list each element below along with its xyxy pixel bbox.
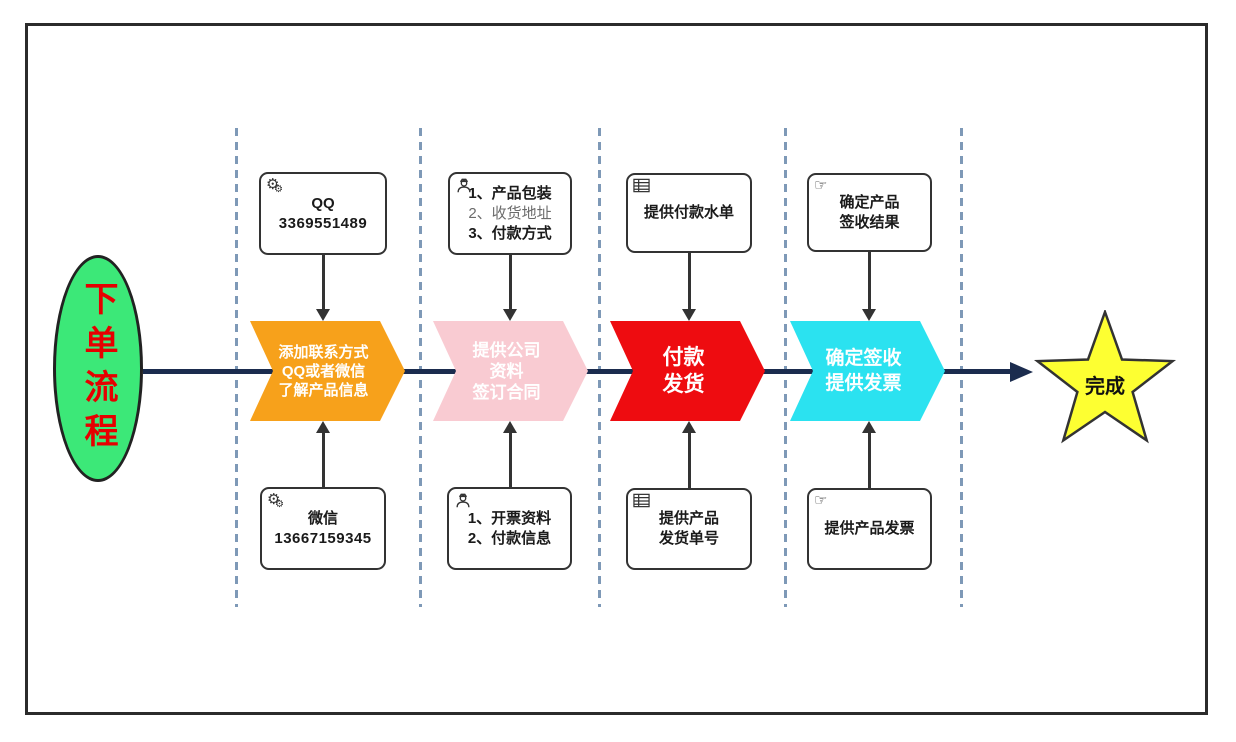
- connector-up-1: [322, 431, 325, 487]
- down-arrowhead-icon: [316, 309, 330, 321]
- table-icon: [633, 493, 650, 513]
- finish-label: 完成: [1085, 376, 1125, 398]
- gears-icon: ⚙⚙: [267, 491, 284, 510]
- courier-icon: [454, 492, 472, 515]
- wechat-number: 13667159345: [274, 529, 372, 547]
- stage-label: 付款 发货: [662, 346, 705, 396]
- connector-up-2: [509, 431, 512, 487]
- lane-divider-3: [598, 128, 601, 607]
- info-box-product-invoice: ☞ 提供产品发票: [807, 488, 932, 570]
- stage-label: 确定签收 提供发票: [825, 348, 902, 394]
- hand-icon: ☞: [814, 177, 828, 194]
- up-arrowhead-icon: [862, 421, 876, 433]
- up-arrowhead-icon: [682, 421, 696, 433]
- info-box-shipping-number: 提供产品 发货单号: [626, 488, 752, 570]
- chevron-shape: [250, 321, 405, 421]
- connector-down-3: [688, 253, 691, 311]
- info-box-receipt-result: ☞ 确定产品 签收结果: [807, 173, 932, 252]
- down-arrowhead-icon: [682, 309, 696, 321]
- gears-icon: ⚙⚙: [266, 176, 283, 195]
- table-icon: [633, 178, 650, 198]
- lane-divider-1: [235, 128, 238, 607]
- info-box-qq: ⚙⚙ QQ 3369551489: [259, 172, 387, 255]
- lane-divider-2: [419, 128, 422, 607]
- qq-number: 3369551489: [278, 214, 368, 232]
- start-label: 下单流程: [79, 280, 117, 457]
- wechat-label: 微信: [307, 509, 338, 527]
- courier-icon: [455, 177, 473, 200]
- chevron-shape: [790, 321, 945, 421]
- stage-chevron-company-info: 提供公司 资料 签订合同: [433, 321, 588, 421]
- down-arrowhead-icon: [503, 309, 517, 321]
- lane-divider-4: [784, 128, 787, 607]
- info-box-packing: 1、产品包装 2、收货地址 3、付款方式: [448, 172, 572, 255]
- up-arrowhead-icon: [503, 421, 517, 433]
- star-shape: [1033, 310, 1177, 444]
- connector-up-4: [868, 431, 871, 488]
- info-box-invoice-info: 1、开票资料 2、付款信息: [447, 487, 572, 570]
- connector-down-1: [322, 255, 325, 311]
- right-arrowhead-icon: [1010, 362, 1033, 382]
- info-box-payment-slip: 提供付款水单: [626, 173, 752, 253]
- stage-label: 提供公司 资料 签订合同: [472, 340, 541, 402]
- stage-chevron-add-contact: 添加联系方式 QQ或者微信 了解产品信息: [250, 321, 405, 421]
- connector-up-3: [688, 431, 691, 488]
- chevron-shape: [610, 321, 765, 421]
- stage-label: 添加联系方式 QQ或者微信 了解产品信息: [278, 343, 369, 399]
- connector-down-4: [868, 252, 871, 311]
- chevron-shape: [433, 321, 588, 421]
- start-ellipse: 下单流程: [53, 255, 143, 482]
- connector-down-2: [509, 255, 512, 311]
- stage-chevron-payment-ship: 付款 发货: [610, 321, 765, 421]
- qq-label: QQ: [311, 194, 335, 212]
- hand-icon: ☞: [814, 492, 828, 509]
- down-arrowhead-icon: [862, 309, 876, 321]
- stage-chevron-receipt-invoice: 确定签收 提供发票: [790, 321, 945, 421]
- finish-star: 完成: [1030, 310, 1180, 456]
- lane-divider-5: [960, 128, 963, 607]
- up-arrowhead-icon: [316, 421, 330, 433]
- info-box-wechat: ⚙⚙ 微信 13667159345: [260, 487, 386, 570]
